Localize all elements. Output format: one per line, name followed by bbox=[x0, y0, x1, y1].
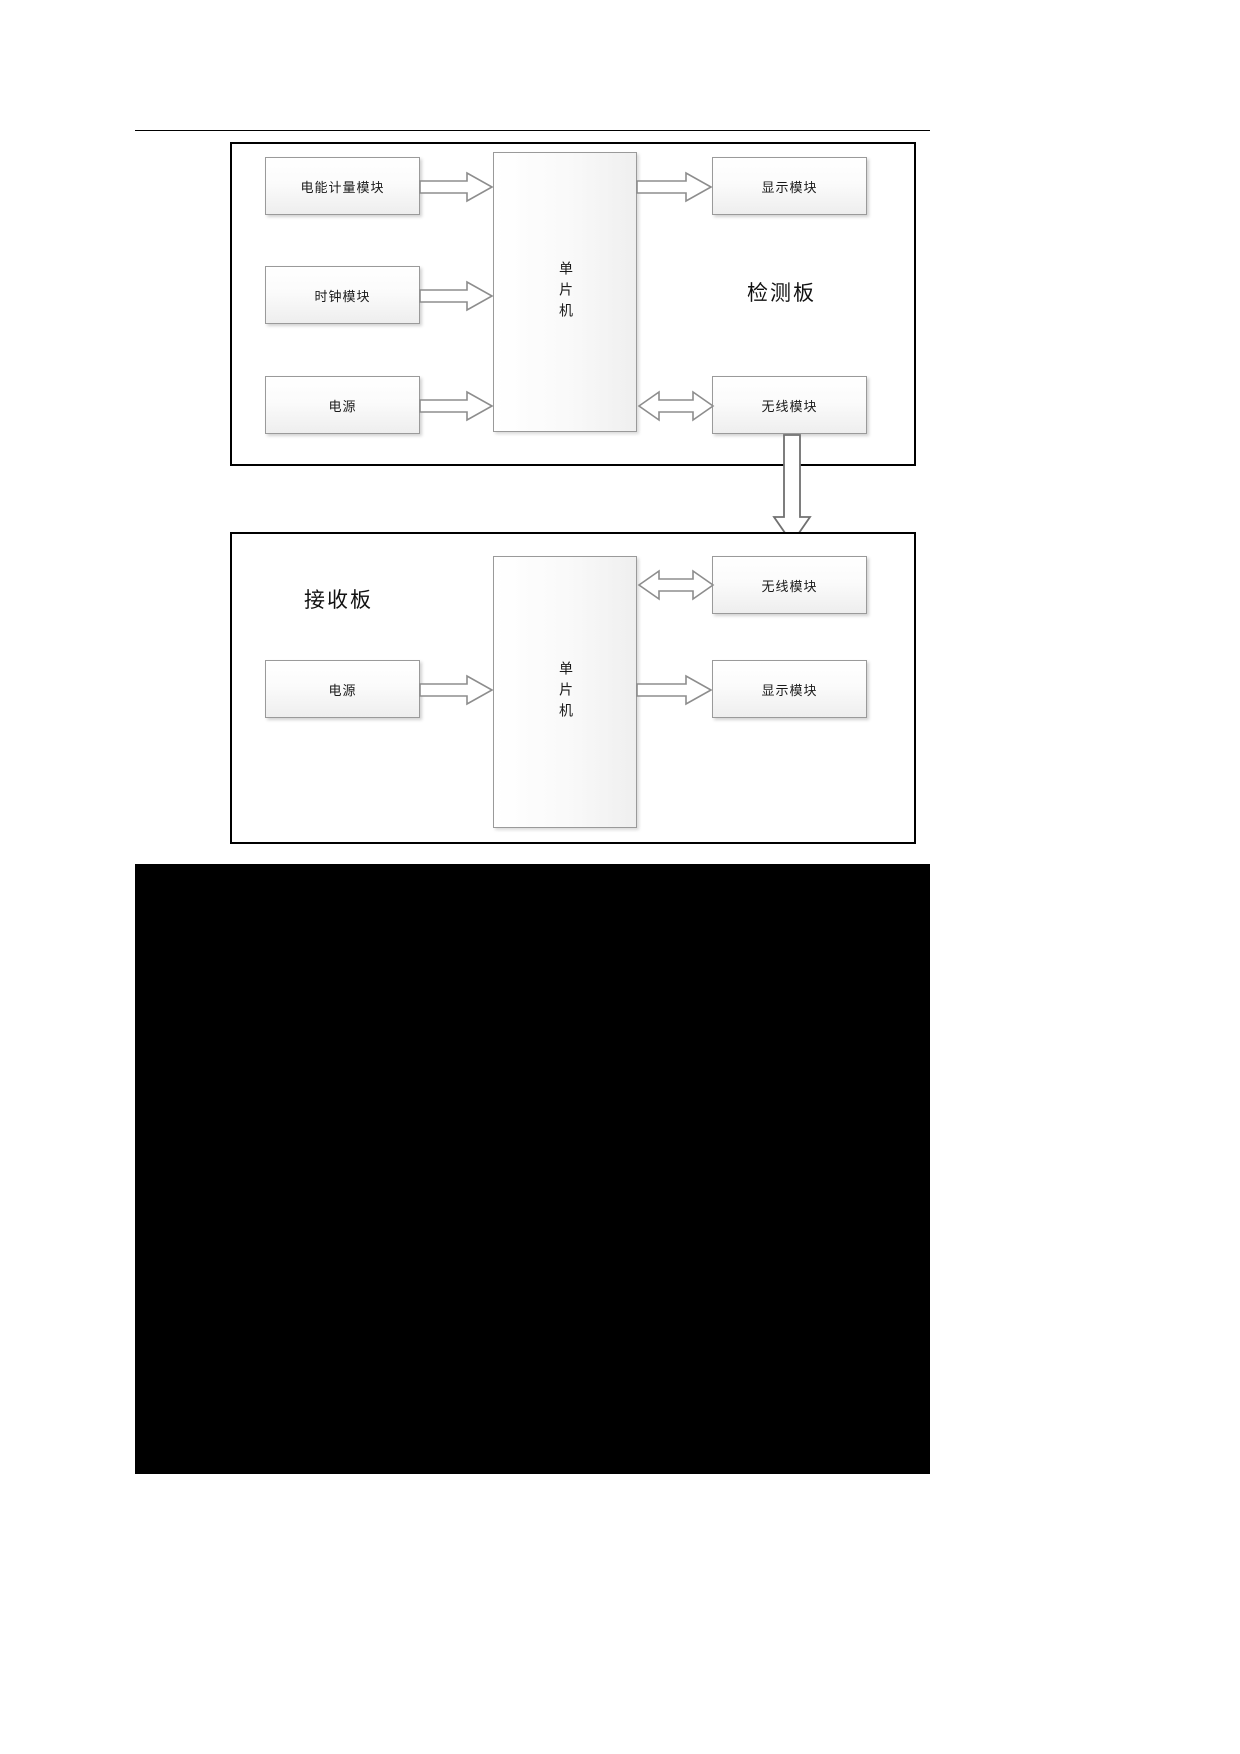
module-label: 显示模块 bbox=[761, 180, 818, 196]
module-label: 时钟模块 bbox=[314, 289, 371, 305]
detection-board-title: 检测板 bbox=[747, 281, 816, 305]
module-label: 无线模块 bbox=[761, 579, 818, 595]
module-box-power-supply[interactable]: 电源 bbox=[265, 660, 420, 718]
module-box-mcu[interactable]: 单片机 bbox=[493, 556, 637, 828]
module-box-display[interactable]: 显示模块 bbox=[712, 157, 867, 215]
module-box-display[interactable]: 显示模块 bbox=[712, 660, 867, 718]
module-label: 单片机 bbox=[557, 260, 573, 324]
module-box-power-supply[interactable]: 电源 bbox=[265, 376, 420, 434]
module-box-energy-metering[interactable]: 电能计量模块 bbox=[265, 157, 420, 215]
module-box-wireless[interactable]: 无线模块 bbox=[712, 376, 867, 434]
detection-board-panel: 电能计量模块 时钟模块 电源 单片机 显示模块 无线模块 检测板 bbox=[230, 142, 916, 466]
module-label: 无线模块 bbox=[761, 399, 818, 415]
arrow-mcu-wireless-bidirectional bbox=[637, 569, 715, 601]
module-label: 单片机 bbox=[557, 660, 573, 724]
module-box-mcu[interactable]: 单片机 bbox=[493, 152, 637, 432]
module-label: 显示模块 bbox=[761, 683, 818, 699]
module-label: 电能计量模块 bbox=[300, 180, 385, 196]
module-label: 电源 bbox=[328, 683, 357, 699]
module-box-clock[interactable]: 时钟模块 bbox=[265, 266, 420, 324]
module-box-wireless[interactable]: 无线模块 bbox=[712, 556, 867, 614]
receiver-board-title: 接收板 bbox=[304, 588, 373, 612]
receiver-board-panel: 接收板 电源 单片机 无线模块 显示模块 bbox=[230, 532, 916, 844]
module-label: 电源 bbox=[328, 399, 357, 415]
arrow-mcu-to-display bbox=[636, 171, 713, 203]
arrow-mcu-wireless-bidirectional bbox=[637, 390, 715, 422]
arrow-mcu-to-display bbox=[636, 674, 713, 706]
arrow-clock-to-mcu bbox=[419, 280, 494, 312]
page-margin-bottom bbox=[0, 1474, 1240, 1754]
page-margin-top bbox=[0, 0, 1240, 130]
arrow-energy-to-mcu bbox=[419, 171, 494, 203]
page-margin-right bbox=[930, 0, 1240, 1754]
arrow-wireless-link-down bbox=[772, 434, 812, 545]
arrow-power-to-mcu bbox=[419, 674, 494, 706]
arrow-power-to-mcu bbox=[419, 390, 494, 422]
page-margin-left bbox=[0, 0, 135, 1754]
